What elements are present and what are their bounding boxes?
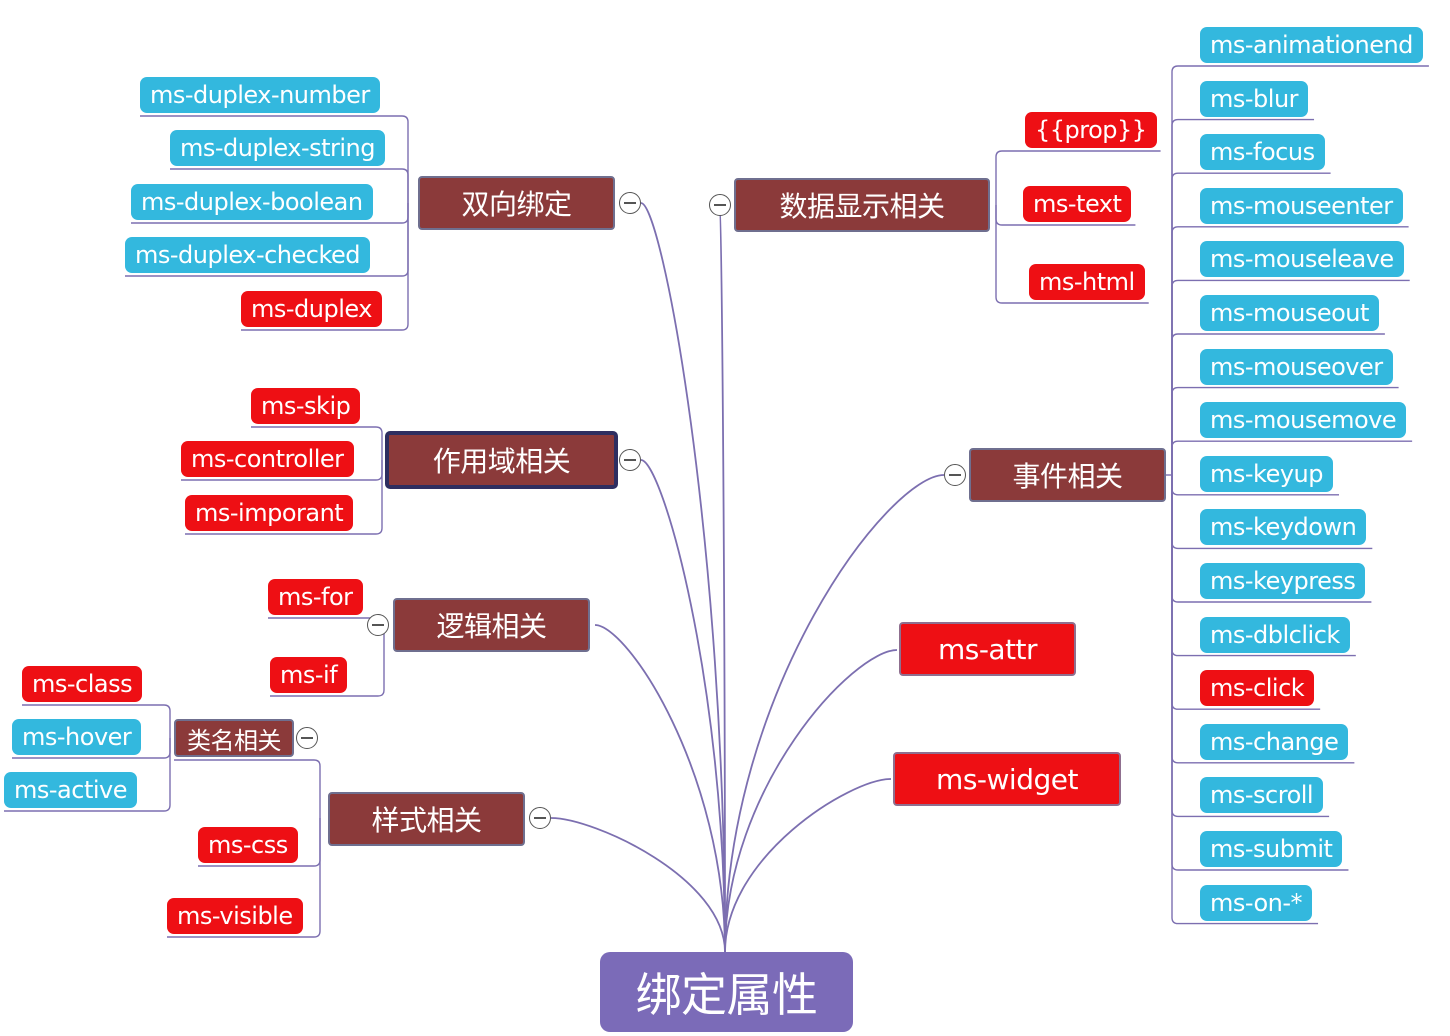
leaf-ms-controller[interactable]: ms-controller [181,441,354,477]
leaf-event-ms-animationend[interactable]: ms-animationend [1200,27,1423,63]
leaf-ms-duplex-checked[interactable]: ms-duplex-checked [125,237,371,273]
branch-two-way-binding[interactable]: 双向绑定 [418,176,615,230]
branch-style[interactable]: 样式相关 [328,792,525,846]
leaf-event-ms-scroll[interactable]: ms-scroll [1200,777,1324,814]
root-connector-line [719,204,726,953]
leaf-ms-visible[interactable]: ms-visible [167,898,303,934]
leaf-event-ms-focus[interactable]: ms-focus [1200,134,1325,171]
root-connector-line [594,624,726,953]
leaf-connector-line [22,704,171,738]
leaf-prop-interpolation[interactable]: {{prop}} [1025,112,1157,148]
leaf-ms-html[interactable]: ms-html [1029,264,1145,300]
leaf-connector-line [1171,440,1413,475]
branch-events[interactable]: 事件相关 [969,448,1166,502]
leaf-event-ms-blur[interactable]: ms-blur [1200,80,1309,117]
collapse-toggle-icon[interactable] [944,464,966,486]
leaf-event-ms-mouseleave[interactable]: ms-mouseleave [1200,241,1404,278]
collapse-toggle-icon[interactable] [296,727,318,749]
root-connector-line [724,778,892,953]
leaf-connector-line [140,115,409,203]
leaf-event-ms-mouseout[interactable]: ms-mouseout [1200,295,1379,331]
leaf-connector-line [995,150,1161,205]
leaf-ms-duplex-string[interactable]: ms-duplex-string [170,130,385,166]
leaf-event-ms-mouseover[interactable]: ms-mouseover [1200,348,1393,385]
collapse-toggle-icon[interactable] [619,192,641,214]
leaf-event-ms-keydown[interactable]: ms-keydown [1200,509,1367,546]
leaf-ms-hover[interactable]: ms-hover [12,719,142,755]
leaf-ms-duplex-number[interactable]: ms-duplex-number [140,77,380,113]
leaf-event-ms-mousemove[interactable]: ms-mousemove [1200,402,1407,439]
root-connector-line [550,817,726,953]
leaf-event-ms-keyup[interactable]: ms-keyup [1200,455,1333,492]
leaf-event-ms-click[interactable]: ms-click [1200,670,1315,707]
leaf-event-ms-mouseenter[interactable]: ms-mouseenter [1200,187,1403,224]
leaf-event-ms-change[interactable]: ms-change [1200,723,1349,760]
leaf-ms-duplex-boolean[interactable]: ms-duplex-boolean [131,184,373,220]
root-connector-line [724,649,898,953]
leaf-connector-line [1171,386,1399,475]
leaf-ms-css[interactable]: ms-css [198,827,298,863]
leaf-connector-line [1171,475,1319,925]
leaf-ms-for[interactable]: ms-for [268,579,363,615]
leaf-connector-line [170,168,409,203]
leaf-ms-if[interactable]: ms-if [270,657,348,693]
leaf-event-ms-submit[interactable]: ms-submit [1200,831,1343,867]
leaf-connector-line [1171,279,1410,475]
leaf-ms-text[interactable]: ms-text [1023,186,1132,222]
leaf-connector-line [1171,65,1429,475]
leaf-connector-line [995,205,1149,304]
leaf-event-ms-keypress[interactable]: ms-keypress [1200,563,1366,599]
leaf-ms-skip[interactable]: ms-skip [251,388,361,424]
branch-scope[interactable]: 作用域相关 [386,432,617,488]
leaf-connector-line [1171,118,1315,475]
branch-data-display[interactable]: 数据显示相关 [734,178,990,232]
root-connector-line [724,474,945,953]
leaf-event-ms-dblclick[interactable]: ms-dblclick [1200,616,1350,653]
leaf-connector-line [174,759,321,818]
leaf-connector-line [167,818,321,938]
root-node[interactable]: 绑定属性 [600,952,853,1032]
leaf-connector-line [251,426,383,460]
collapse-toggle-icon[interactable] [367,614,389,636]
node-ms-widget[interactable]: ms-widget [893,752,1121,806]
collapse-toggle-icon[interactable] [619,449,641,471]
leaf-connector-line [1171,172,1331,475]
branch-logic[interactable]: 逻辑相关 [393,598,590,652]
leaf-ms-class[interactable]: ms-class [22,666,143,702]
leaf-connector-line [241,203,409,331]
leaf-ms-active[interactable]: ms-active [4,772,137,808]
leaf-connector-line [185,460,383,535]
leaf-connector-line [270,625,385,697]
root-connector-line [640,202,726,953]
leaf-connector-line [4,738,171,812]
root-connector-line [640,459,726,953]
leaf-connector-line [1171,226,1409,475]
leaf-connector-line [1171,333,1385,475]
leaf-ms-imporant[interactable]: ms-imporant [185,495,354,531]
collapse-toggle-icon[interactable] [709,194,731,216]
leaf-event-ms-on[interactable]: ms-on-* [1200,884,1313,921]
leaf-ms-duplex[interactable]: ms-duplex [241,291,382,327]
branch-classname[interactable]: 类名相关 [174,719,294,757]
collapse-toggle-icon[interactable] [529,807,551,829]
node-ms-attr[interactable]: ms-attr [899,622,1076,676]
